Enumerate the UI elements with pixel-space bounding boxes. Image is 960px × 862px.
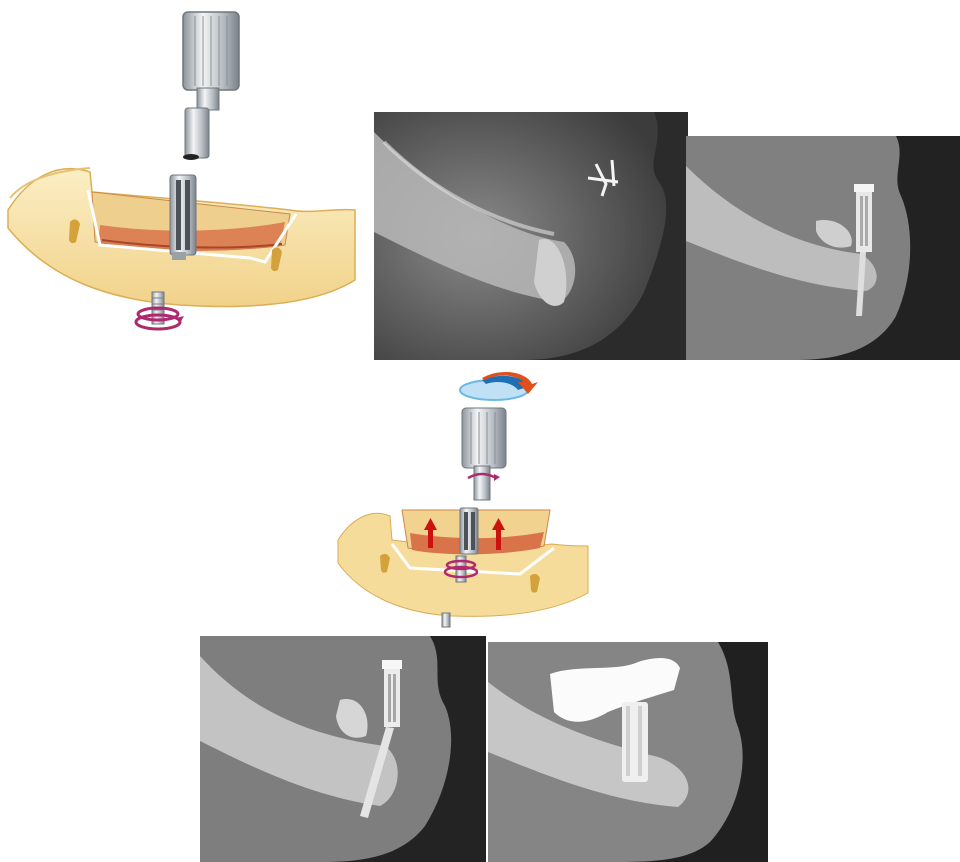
radiograph-1 [374,112,688,360]
radiograph-3-drawing [200,636,486,862]
driver-tool-icon [183,12,239,160]
distractor-device [170,175,196,260]
driver-tool-icon [462,408,506,500]
illustration-2 [332,368,594,630]
illustration-1-drawing [0,0,360,350]
radiograph-2-drawing [686,136,960,360]
radiograph-2 [686,136,960,360]
illustration-1 [0,0,360,350]
radiograph-3 [200,636,486,862]
illustration-2-drawing [332,368,594,630]
radiograph-4 [488,642,768,862]
radiograph-4-drawing [488,642,768,862]
rotation-arrow-icon [460,372,538,400]
radiograph-1-drawing [374,112,688,360]
